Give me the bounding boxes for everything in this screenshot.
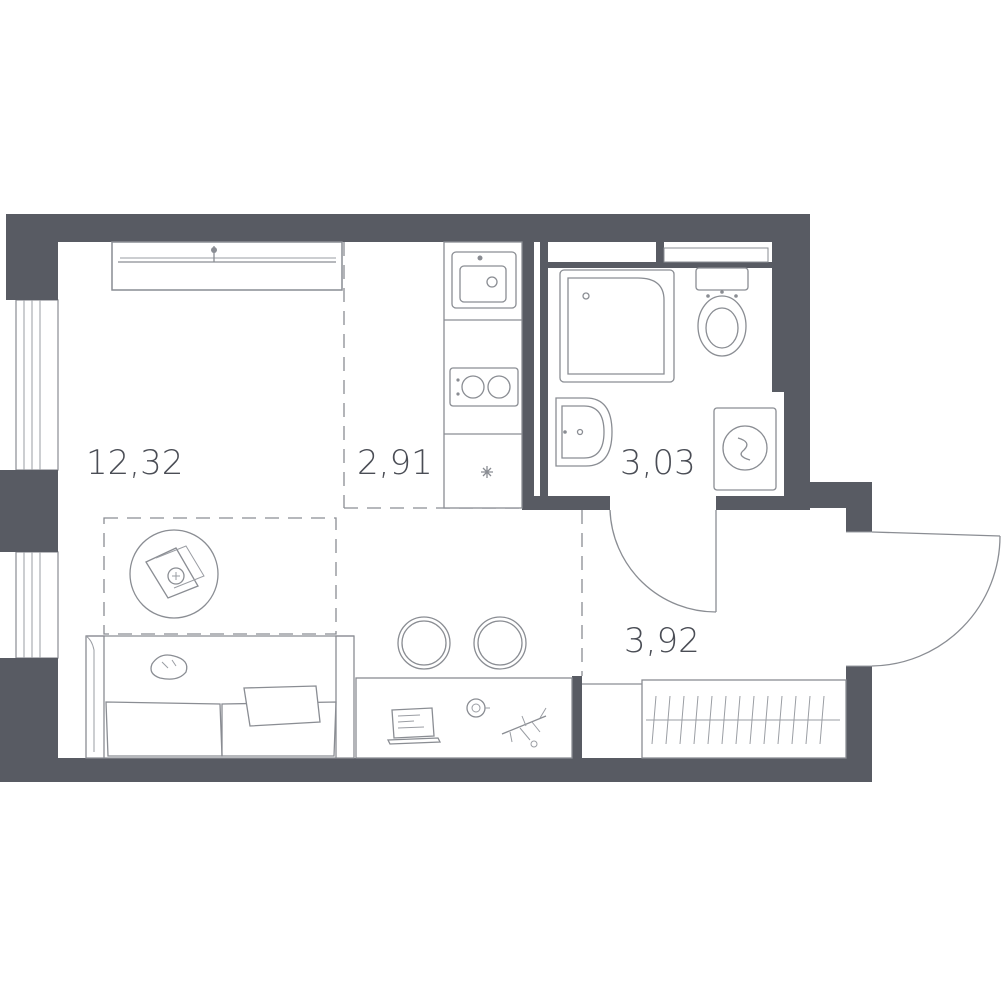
window-left-lower	[15, 551, 59, 659]
toilet-icon	[695, 267, 749, 357]
rug-boundary	[103, 517, 337, 635]
kitchen-area: 2,91	[357, 443, 433, 483]
shower-tray-icon	[559, 269, 675, 383]
walls	[0, 214, 872, 782]
bathroom-area: 3,03	[620, 443, 696, 483]
bathroom-shaft	[663, 247, 769, 263]
entrance-door	[846, 531, 1001, 667]
window-left-upper	[15, 299, 59, 471]
wardrobe	[582, 679, 847, 759]
plant-branch-icon	[501, 707, 547, 748]
bathroom-door	[609, 509, 717, 613]
cup-icon	[466, 698, 490, 718]
tv-unit	[111, 241, 343, 291]
washing-machine-icon	[713, 407, 777, 491]
laptop-icon	[386, 707, 442, 745]
coffee-table	[129, 529, 219, 619]
sofa	[85, 635, 355, 759]
stool-left-icon	[397, 616, 451, 670]
stool-right-icon	[473, 616, 527, 670]
sink-icon	[451, 251, 517, 309]
fridge-icon	[481, 466, 493, 478]
cooktop-icon	[449, 367, 519, 407]
hall-area: 3,92	[624, 621, 700, 661]
washbasin-icon	[555, 397, 613, 467]
living-room-area: 12,32	[86, 443, 183, 483]
